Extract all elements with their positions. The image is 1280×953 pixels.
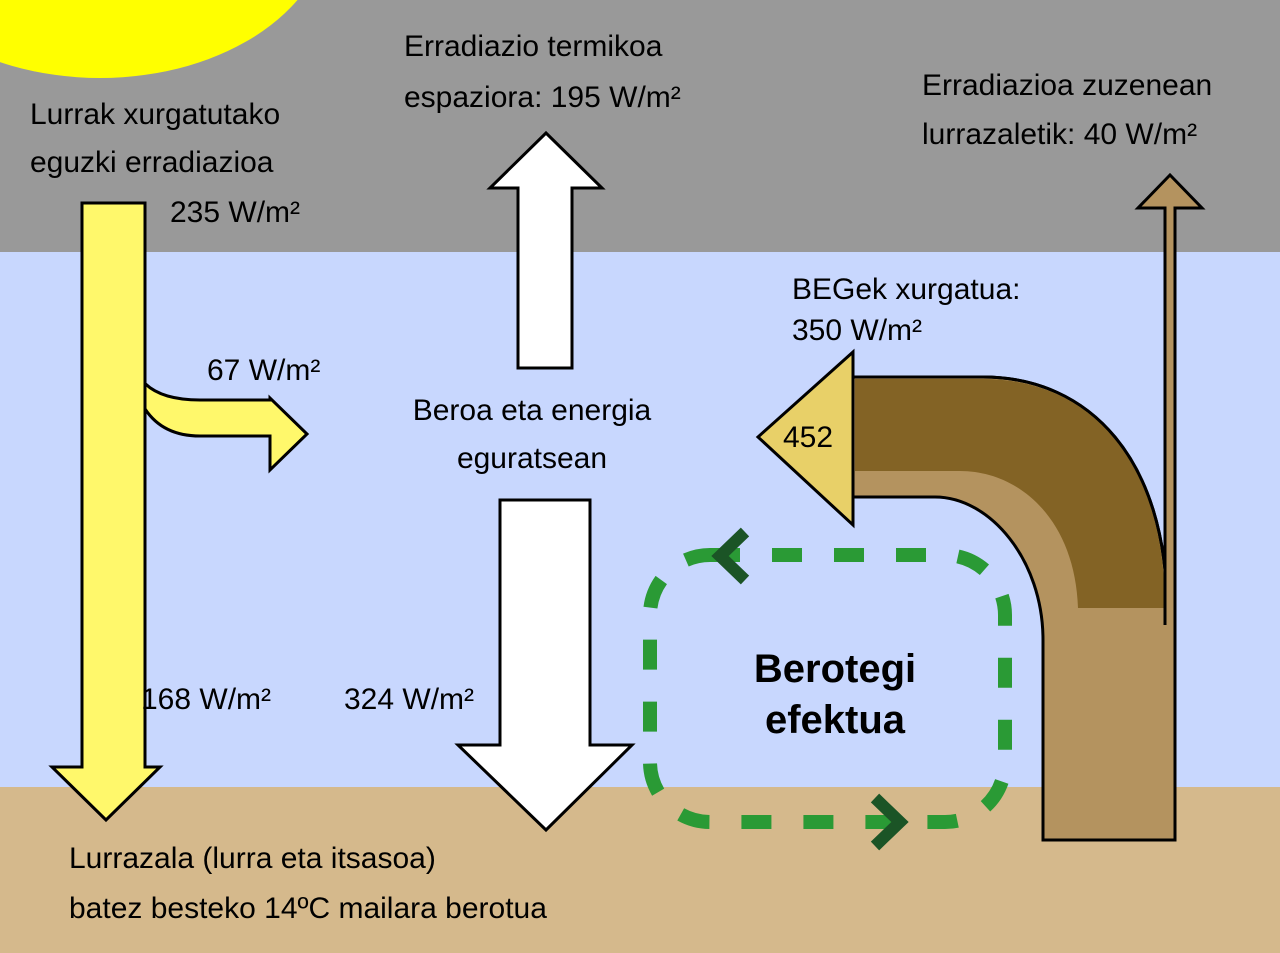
ground-label-1: Lurrazala (lurra eta itsasoa) <box>69 842 436 875</box>
surface-value: 168 W/m² <box>141 683 271 716</box>
direct-label-1: Erradiazioa zuzenean <box>922 69 1212 102</box>
back-radiation-down-arrow <box>454 498 636 833</box>
pipe-dark-band <box>855 379 1165 608</box>
back-value: 324 W/m² <box>344 683 474 716</box>
heat-label-1: Beroa eta energia <box>413 394 652 427</box>
absorbed-value: 235 W/m² <box>170 196 300 229</box>
greenhouse-label-1: Berotegi <box>754 647 916 691</box>
greenhouse-loop <box>643 548 1012 829</box>
ghg-label-1: BEGek xurgatua: <box>792 273 1020 306</box>
atmos-value: 67 W/m² <box>207 354 320 387</box>
ghg-triangle-arrow <box>755 348 855 529</box>
direct-label-2: lurrazaletik: 40 W/m² <box>922 118 1197 151</box>
thermal-up-arrow <box>486 130 606 370</box>
sun <box>0 0 298 78</box>
heat-label-2: eguratsean <box>457 442 607 475</box>
chevron-right-icon <box>870 793 909 851</box>
chevron-left-icon <box>711 527 750 585</box>
absorbed-label-2: eguzki erradiazioa <box>30 146 274 179</box>
ground-label-2: batez besteko 14ºC mailara berotua <box>69 892 547 925</box>
thermal-label-2: espaziora: 195 W/m² <box>404 81 681 114</box>
ghg-label-2: 350 W/m² <box>792 314 922 347</box>
direct-radiation-arrow <box>1134 172 1206 625</box>
triangle-value: 452 <box>783 421 833 454</box>
pipe-outline <box>853 375 1169 611</box>
thermal-label-1: Erradiazio termikoa <box>404 30 663 63</box>
solar-down-arrow <box>48 201 164 823</box>
greenhouse-label-2: efektua <box>765 698 906 742</box>
absorbed-label-1: Lurrak xurgatutako <box>30 98 280 131</box>
